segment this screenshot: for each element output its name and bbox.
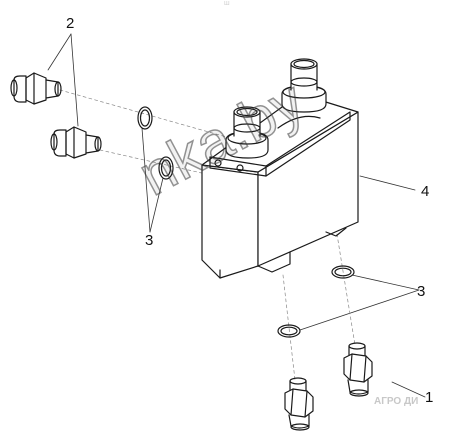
seal-ring-left-upper (137, 106, 153, 130)
seal-ring-left-lower (158, 156, 174, 180)
seal-ring-bottom-right (331, 265, 355, 279)
fitting-bottom-left (284, 377, 314, 431)
callout-3-left: 3 (145, 232, 154, 249)
callout-1: 1 (425, 389, 434, 406)
fitting-bottom-right (343, 342, 373, 397)
fitting-lower (50, 126, 102, 159)
callout-4: 4 (421, 183, 430, 200)
callout-2: 2 (66, 15, 75, 32)
plunger-right (281, 58, 327, 113)
watermark-tiny: ш (224, 0, 230, 7)
watermark-agro-logo: АГРО ДИ (374, 396, 419, 407)
seal-ring-bottom-left (277, 324, 301, 338)
callout-3-right: 3 (417, 283, 426, 300)
fitting-upper (10, 72, 62, 105)
assembly-axes (59, 89, 356, 381)
plunger-left (225, 106, 269, 159)
leader-lines (47, 33, 426, 398)
